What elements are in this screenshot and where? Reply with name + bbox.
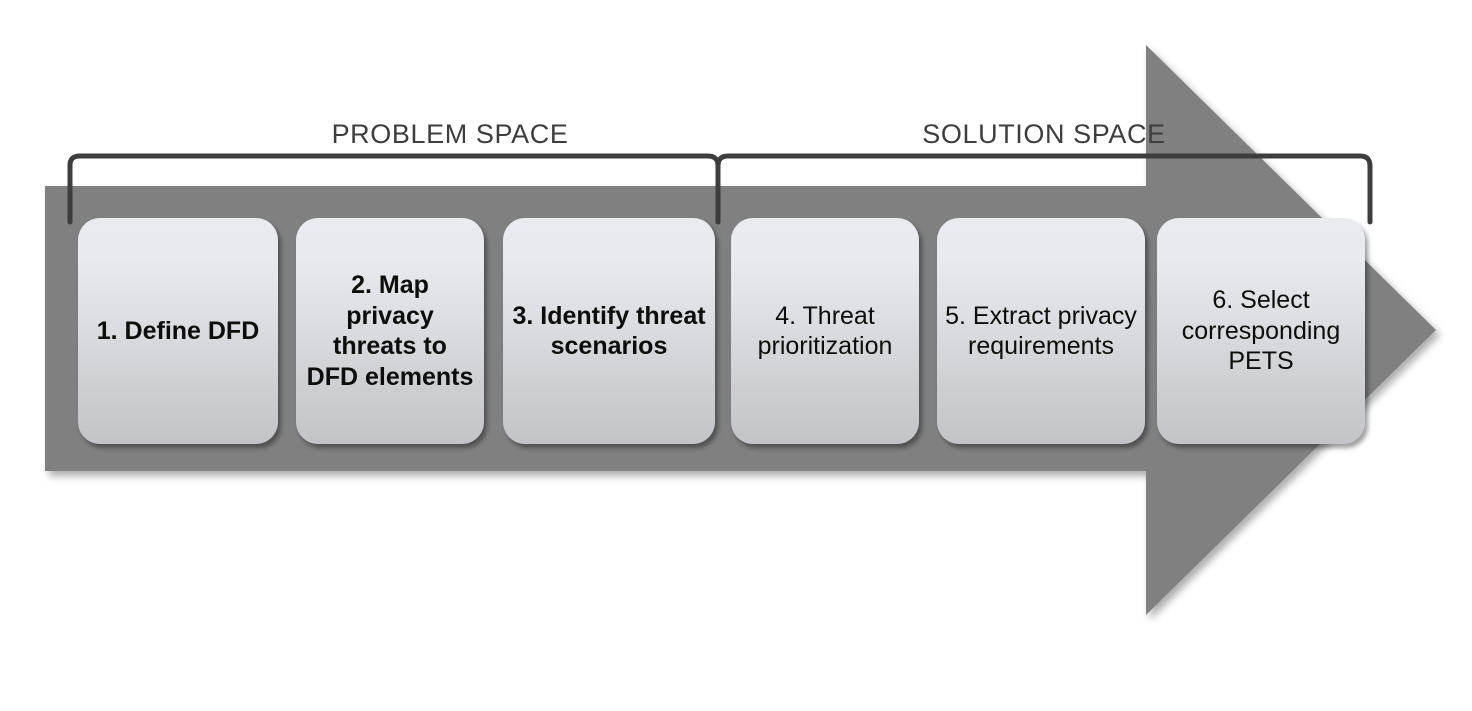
step-label-2: 2. Map privacy threats to DFD elements	[306, 271, 474, 391]
step-box-3-identify-threat-scenarios[interactable]: 3. Identify threat scenarios	[503, 218, 715, 444]
step-label-1: 1. Define DFD	[96, 316, 260, 345]
phase-label-solution-space: SOLUTION SPACE	[922, 119, 1166, 149]
step-box-1-define-dfd[interactable]: 1. Define DFD	[78, 218, 278, 444]
step-box-6-select-corresponding-pets[interactable]: 6. Select corresponding PETS	[1157, 218, 1365, 444]
step-box-5-extract-privacy-requirements[interactable]: 5. Extract privacy requirements	[937, 218, 1145, 444]
step-box-4-threat-prioritization[interactable]: 4. Threat prioritization	[731, 218, 919, 444]
bracket-problem-space	[67, 153, 721, 225]
bracket-solution-space	[715, 153, 1373, 225]
step-label-6: 6. Select corresponding PETS	[1181, 286, 1341, 376]
step-label-4: 4. Threat prioritization	[757, 301, 893, 361]
step-box-2-map-privacy-threats[interactable]: 2. Map privacy threats to DFD elements	[296, 218, 484, 444]
step-label-3: 3. Identify threat scenarios	[512, 301, 706, 361]
phase-label-problem-space: PROBLEM SPACE	[331, 119, 569, 149]
step-label-5: 5. Extract privacy requirements	[945, 301, 1137, 361]
